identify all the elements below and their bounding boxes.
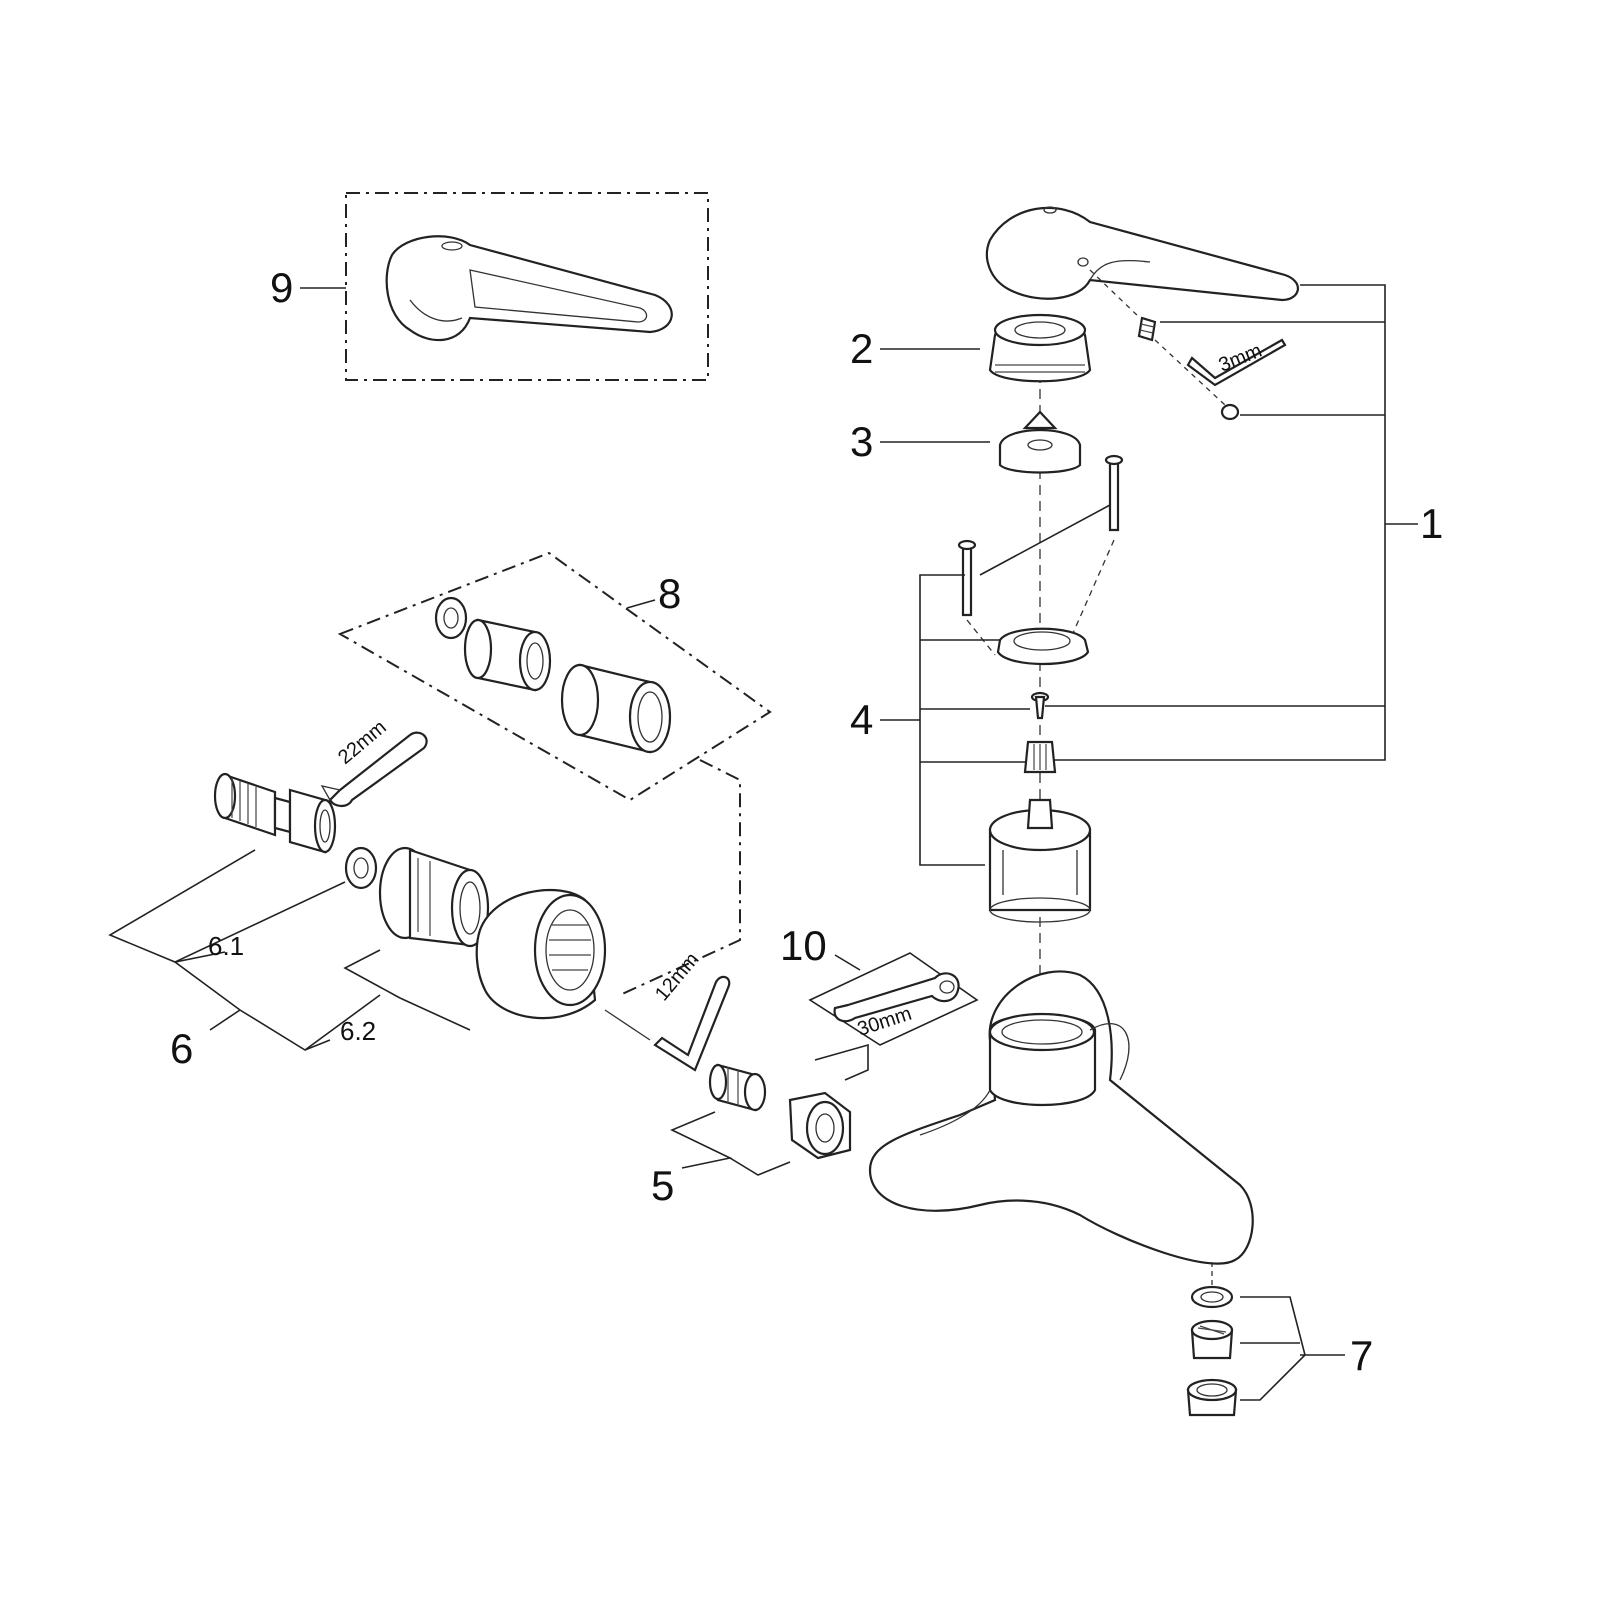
- part-7-bracket: 7: [1211, 1262, 1373, 1401]
- part-6-washer: [344, 846, 378, 890]
- part-5-bracket: 5: [651, 1043, 869, 1209]
- hex-key-3mm: 3mm: [1154, 338, 1287, 406]
- part-5-s-union: [708, 1063, 767, 1112]
- part-8-connector-line: [619, 759, 741, 996]
- part-1-bracket: 1: [1040, 284, 1443, 761]
- part-4-long-screw: [979, 454, 1124, 641]
- callout-6-2: 6.2: [340, 1016, 376, 1046]
- part-9-lever-option-box: 9: [270, 192, 709, 381]
- part-6-1-eccentric-connector: [213, 772, 337, 854]
- wrench-22mm: 22mm: [320, 716, 428, 808]
- callout-6: 6: [170, 1025, 193, 1072]
- part-4-bracket: 4: [850, 574, 1030, 866]
- part-3-adapter: 3: [850, 410, 1082, 474]
- part-2-cap: 2: [850, 313, 1092, 383]
- part-7-aerator-housing: [1186, 1378, 1238, 1417]
- part-6-2-sleeve: [378, 846, 490, 948]
- part-4-limiter: [1023, 740, 1057, 774]
- callout-5: 5: [651, 1162, 674, 1209]
- callout-1: 1: [1420, 500, 1443, 547]
- callout-8: 8: [658, 570, 681, 617]
- callout-3: 3: [850, 418, 873, 465]
- part-1-lever-handle: [985, 206, 1299, 302]
- part-6-2-rosette-cover: [475, 888, 607, 1020]
- part-10-wrench-30mm-box: 30mm 10: [780, 922, 979, 1046]
- hex-key-12mm: 12mm: [604, 948, 731, 1072]
- part-1-cap-plug: [1220, 403, 1240, 421]
- callout-9: 9: [270, 264, 293, 311]
- part-4-short-screw: [957, 539, 996, 656]
- part-8-extension-set-box: 8: [337, 551, 772, 802]
- part-4-cartridge: [988, 798, 1092, 923]
- callout-4: 4: [850, 696, 873, 743]
- mixer-body: [868, 970, 1254, 1265]
- part-7-aerator-insert: [1190, 1319, 1234, 1360]
- callout-10: 10: [780, 922, 827, 969]
- part-7-aerator-washer: [1190, 1285, 1234, 1309]
- part-5-union-nut: [788, 1091, 852, 1160]
- callout-6-1: 6.1: [208, 931, 244, 961]
- part-4-retaining-ring: [996, 627, 1090, 666]
- callout-2: 2: [850, 325, 873, 372]
- callout-7: 7: [1350, 1332, 1373, 1379]
- part-1-grub-screw: [1089, 269, 1157, 342]
- part-4-small-screw: [1030, 691, 1050, 720]
- part-6-brackets: 6.1 6.2 6: [108, 849, 471, 1072]
